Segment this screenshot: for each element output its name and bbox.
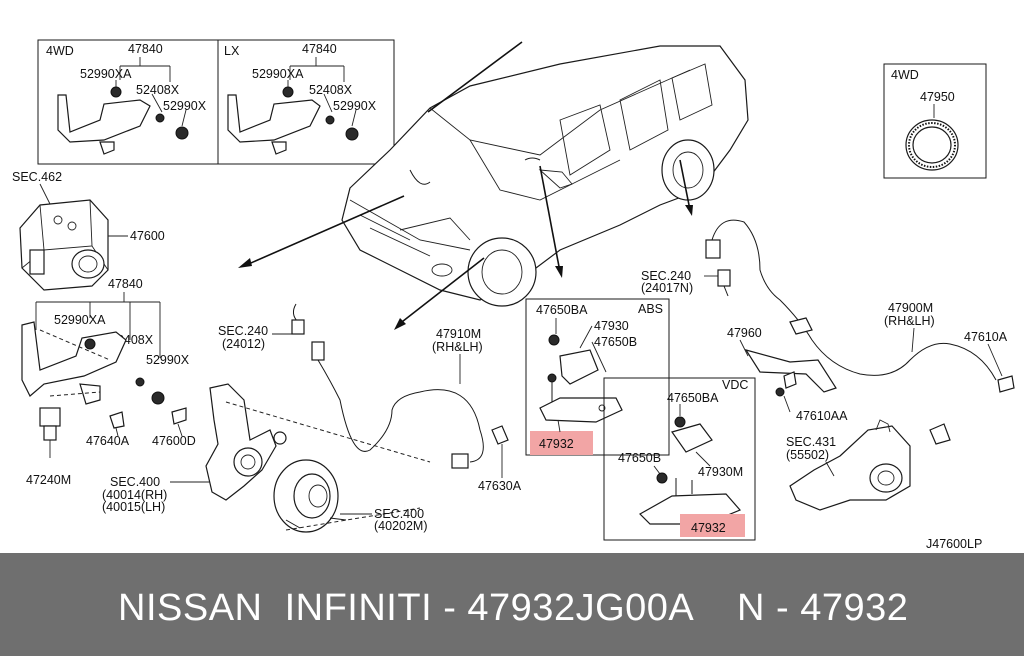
rear-sec240-label: SEC.240	[641, 269, 691, 283]
inset-4wd-title: 4WD	[46, 44, 74, 58]
sec400b-label: SEC.400	[374, 507, 424, 521]
inset-4wd-bolt-a: 52990XA	[80, 67, 132, 81]
rear-bolt-a: 47610A	[964, 330, 1008, 344]
inset-lx-title: LX	[224, 44, 240, 58]
abs-actuator-sec: SEC.462	[12, 170, 62, 184]
parts-diagram: 4WD 47840 52990XA 52408X 52990X LX 47840…	[12, 39, 1015, 551]
left-bolt-a: 52990XA	[54, 313, 106, 327]
rear-sensor-part: 47900M	[888, 301, 933, 315]
rear-sec240-sub: (24017N)	[641, 281, 693, 295]
front-axle: SEC.400 (40014(RH) (40015(LH) SEC.400 (4…	[102, 383, 431, 533]
inset-4wd-ring: 4WD 47950	[883, 63, 987, 179]
inset-4wd-bolt-c: 52990X	[163, 99, 207, 113]
sec400a-sub2: (40015(LH)	[102, 500, 165, 514]
vdc-bolt-a: 47650BA	[667, 391, 719, 405]
abs-actuator-part: 47600	[130, 229, 165, 243]
inset-lx-bracket-part: 47840	[302, 42, 337, 56]
abs-sensor-part: 47930	[594, 319, 629, 333]
left-sensor-part: 47240M	[26, 473, 71, 487]
footer-reference: N - 47932	[737, 587, 909, 629]
bracket-inset-box	[37, 39, 395, 165]
diagram-code: J47600LP	[926, 537, 982, 551]
sec400a-sub1: (40014(RH)	[102, 488, 167, 502]
abs-bolt-b: 47650B	[594, 335, 637, 349]
leader-arrows	[238, 41, 693, 330]
abs-bolt-a: 47650BA	[536, 303, 588, 317]
rear-clip-part: 47960	[727, 326, 762, 340]
front-sec240-sub: (24012)	[222, 337, 265, 351]
footer-bar: NISSAN INFINITI - 47932JG00A N - 47932	[0, 553, 1024, 656]
inset-lx-bolt-c: 52990X	[333, 99, 377, 113]
vdc-bracket-part: 47932	[691, 521, 726, 535]
vdc-bracket-highlight	[680, 514, 745, 537]
vdc-box-title: VDC	[722, 378, 748, 392]
abs-bracket-highlight	[530, 431, 593, 455]
rear-sec431-label: SEC.431	[786, 435, 836, 449]
front-sensor-part: 47910M	[436, 327, 481, 341]
inset-ring-title: 4WD	[891, 68, 919, 82]
left-bolt-part: 47600D	[152, 434, 196, 448]
left-bolt-c: 52990X	[146, 353, 190, 367]
left-switch-part: 47640A	[86, 434, 130, 448]
sec400a-label: SEC.400	[110, 475, 160, 489]
rear-bolt-aa: 47610AA	[796, 409, 848, 423]
front-sec240-label: SEC.240	[218, 324, 268, 338]
abs-bracket-part: 47932	[539, 437, 574, 451]
inset-lx-bolt-b: 52408X	[309, 83, 353, 97]
inset-lx-bracket: LX 47840 52990XA 52408X 52990X	[224, 42, 377, 155]
front-sensor-sub: (RH&LH)	[432, 340, 483, 354]
inset-ring-part: 47950	[920, 90, 955, 104]
left-bracket-part: 47840	[108, 277, 143, 291]
footer-part-numbers: NISSAN INFINITI - 47932JG00A	[118, 587, 695, 629]
rear-sensor-group: SEC.240 (24017N) 47960 47610AA 47900M (R…	[641, 219, 1015, 511]
abs-sensor-box: ABS 47650BA 47930 47650B 47932	[525, 298, 670, 456]
vehicle-illustration	[341, 45, 749, 307]
left-bracket-group: 47840 52990XA 52408X 52990X 47640A 47600…	[21, 277, 196, 487]
rear-sensor-sub: (RH&LH)	[884, 314, 935, 328]
inset-lx-bolt-a: 52990XA	[252, 67, 304, 81]
front-wheel-sensor: SEC.240 (24012) 47910M (RH&LH) 47630A	[218, 303, 522, 493]
inset-4wd-bolt-b: 52408X	[136, 83, 180, 97]
front-sensor-bolt: 47630A	[478, 479, 522, 493]
inset-4wd-bracket-part: 47840	[128, 42, 163, 56]
sec400b-sub: (40202M)	[374, 519, 428, 533]
inset-4wd-bracket: 4WD 47840 52990XA 52408X 52990X	[46, 42, 207, 155]
abs-box-title: ABS	[638, 302, 663, 316]
vdc-bolt-b: 47650B	[618, 451, 661, 465]
vdc-sensor-part: 47930M	[698, 465, 743, 479]
abs-actuator: SEC.462 47600	[12, 170, 165, 291]
rear-sec431-sub: (55502)	[786, 448, 829, 462]
vdc-sensor-box: VDC 47650BA 47650B 47930M 47932	[603, 377, 756, 541]
